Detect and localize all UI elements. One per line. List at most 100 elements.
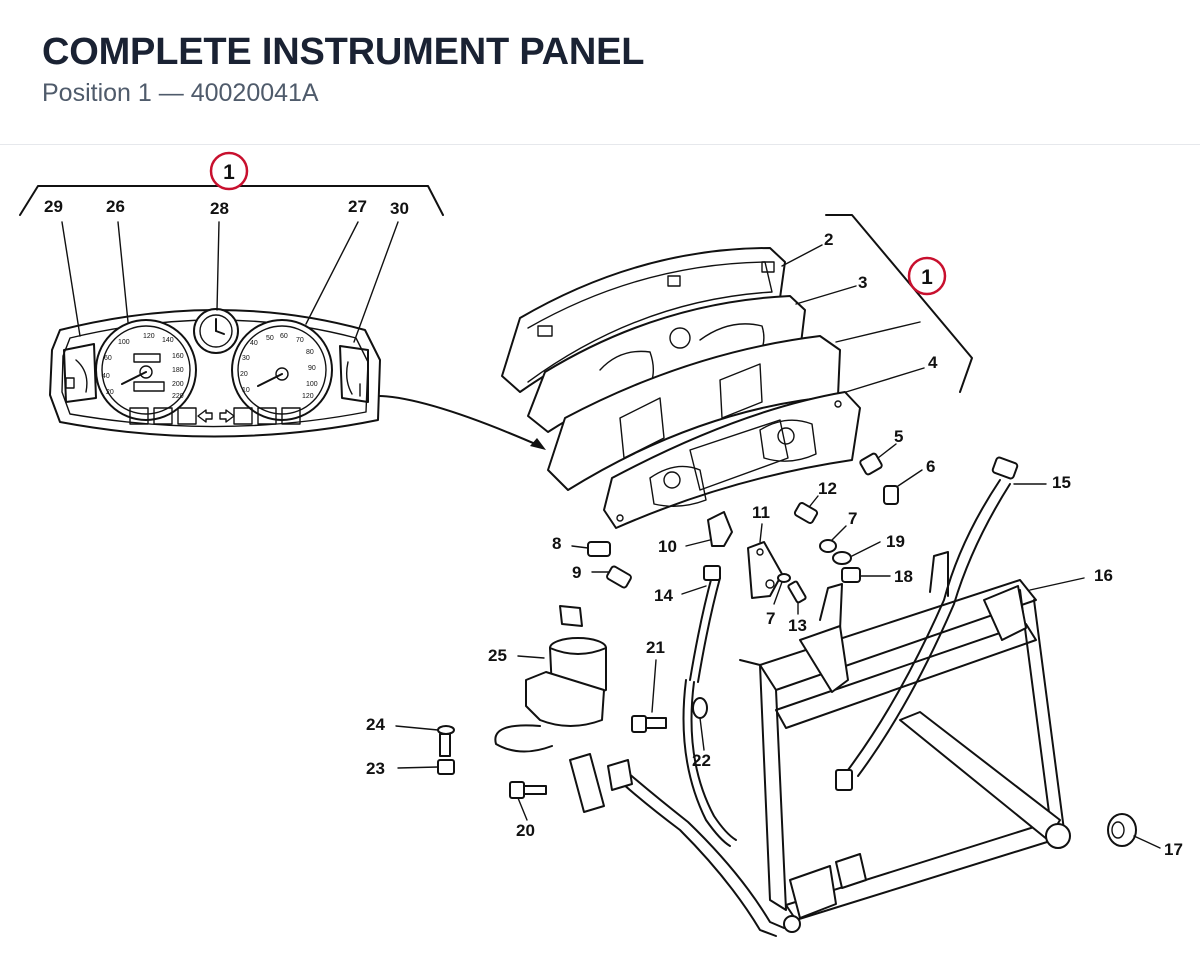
fuel-icon — [65, 377, 75, 389]
bracket-11 — [747, 523, 783, 599]
screw-21 — [631, 659, 667, 733]
svg-text:180: 180 — [172, 367, 184, 374]
leader-30 — [353, 221, 399, 343]
assembly-badge-right-label: 1 — [921, 266, 933, 289]
callout-30[interactable]: 30 — [390, 199, 409, 218]
leader-4 — [845, 367, 925, 393]
washer-7a — [819, 525, 847, 553]
callout-21[interactable]: 21 — [646, 638, 665, 657]
svg-text:200: 200 — [172, 381, 184, 388]
svg-text:140: 140 — [162, 337, 174, 344]
panel-stack: 1 — [501, 214, 973, 529]
bulb-9 — [591, 565, 632, 589]
subtitle-separator: — — [151, 79, 191, 107]
callout-labels: 29 26 28 27 30 2 3 4 5 6 15 12 11 7 19 1… — [44, 197, 1183, 859]
bulb-6 — [883, 469, 923, 505]
warning-light-strip — [129, 407, 301, 425]
svg-text:40: 40 — [250, 340, 258, 347]
leader-26 — [117, 221, 129, 323]
callout-14[interactable]: 14 — [654, 586, 673, 605]
support-frame-16 — [611, 551, 1085, 937]
svg-text:40: 40 — [102, 373, 110, 380]
arrow-left-icon — [197, 409, 213, 423]
speedo-drive-10 — [685, 511, 733, 547]
callout-25[interactable]: 25 — [488, 646, 507, 665]
svg-text:220: 220 — [172, 393, 184, 400]
callout-3[interactable]: 3 — [858, 273, 867, 292]
callout-11[interactable]: 11 — [752, 503, 770, 522]
fuel-gauge — [63, 343, 97, 403]
callout-18[interactable]: 18 — [894, 567, 913, 586]
assembly-badge-left-label: 1 — [223, 161, 235, 184]
callout-10[interactable]: 10 — [658, 537, 677, 556]
view-pointer-line — [379, 395, 541, 447]
washer-22 — [692, 697, 708, 751]
bulb-12 — [793, 495, 819, 524]
screw-20 — [509, 781, 547, 821]
washer-7b — [773, 573, 791, 605]
callout-2[interactable]: 2 — [824, 230, 833, 249]
arrow-right-icon — [219, 409, 235, 423]
leader-3b — [835, 321, 921, 343]
svg-text:100: 100 — [118, 339, 130, 346]
callout-16[interactable]: 16 — [1094, 566, 1113, 585]
callout-8[interactable]: 8 — [552, 534, 561, 553]
view-pointer-arrowhead — [530, 438, 546, 450]
temperature-gauge — [339, 345, 369, 403]
svg-text:90: 90 — [308, 365, 316, 372]
svg-text:120: 120 — [143, 333, 155, 340]
callout-24[interactable]: 24 — [366, 715, 385, 734]
washer-19 — [832, 541, 881, 565]
clock — [193, 308, 239, 354]
speedometer-cable-14 — [681, 565, 737, 847]
callout-4[interactable]: 4 — [928, 353, 938, 372]
assembly-badge-right[interactable]: 1 — [907, 256, 947, 296]
leader-27 — [305, 221, 359, 325]
callout-13[interactable]: 13 — [788, 616, 807, 635]
svg-text:120: 120 — [302, 393, 314, 400]
bulb-holder-5 — [859, 443, 897, 476]
svg-text:20: 20 — [106, 389, 114, 396]
grommet-17 — [1107, 813, 1161, 849]
svg-text:100: 100 — [306, 381, 318, 388]
callout-17[interactable]: 17 — [1164, 840, 1183, 859]
leader-3 — [795, 285, 857, 305]
page-header: COMPLETE INSTRUMENT PANEL Position 1 — 4… — [0, 0, 1200, 145]
ignition-switch-25 — [494, 605, 633, 813]
callout-22[interactable]: 22 — [692, 751, 711, 770]
callout-27[interactable]: 27 — [348, 197, 367, 216]
group-bracket-right — [825, 214, 973, 393]
assembly-badge-left[interactable]: 1 — [209, 151, 249, 191]
group-bracket-left — [19, 185, 444, 216]
callout-7b[interactable]: 7 — [766, 609, 775, 628]
callout-9[interactable]: 9 — [572, 563, 581, 582]
page-title: COMPLETE INSTRUMENT PANEL — [42, 31, 645, 73]
nut-18 — [841, 567, 891, 583]
svg-text:50: 50 — [266, 335, 274, 342]
key-icon — [559, 605, 583, 627]
callout-23[interactable]: 23 — [366, 759, 385, 778]
callout-28[interactable]: 28 — [210, 199, 229, 218]
position-label: Position 1 — [42, 79, 152, 107]
callout-12[interactable]: 12 — [818, 479, 837, 498]
callout-6[interactable]: 6 — [926, 457, 935, 476]
callout-19[interactable]: 19 — [886, 532, 905, 551]
svg-text:60: 60 — [280, 333, 288, 340]
callout-5[interactable]: 5 — [894, 427, 903, 446]
svg-text:10: 10 — [242, 387, 250, 394]
page-subtitle: Position 1 — 40020041A — [42, 78, 319, 108]
callout-26[interactable]: 26 — [106, 197, 125, 216]
callout-29[interactable]: 29 — [44, 197, 63, 216]
svg-text:30: 30 — [242, 355, 250, 362]
screw-23 — [397, 759, 455, 775]
screw-13 — [787, 580, 807, 615]
callout-7a[interactable]: 7 — [848, 509, 857, 528]
callout-15[interactable]: 15 — [1052, 473, 1071, 492]
cluster-bezel — [61, 319, 369, 428]
callout-20[interactable]: 20 — [516, 821, 535, 840]
leader-29 — [61, 221, 81, 337]
